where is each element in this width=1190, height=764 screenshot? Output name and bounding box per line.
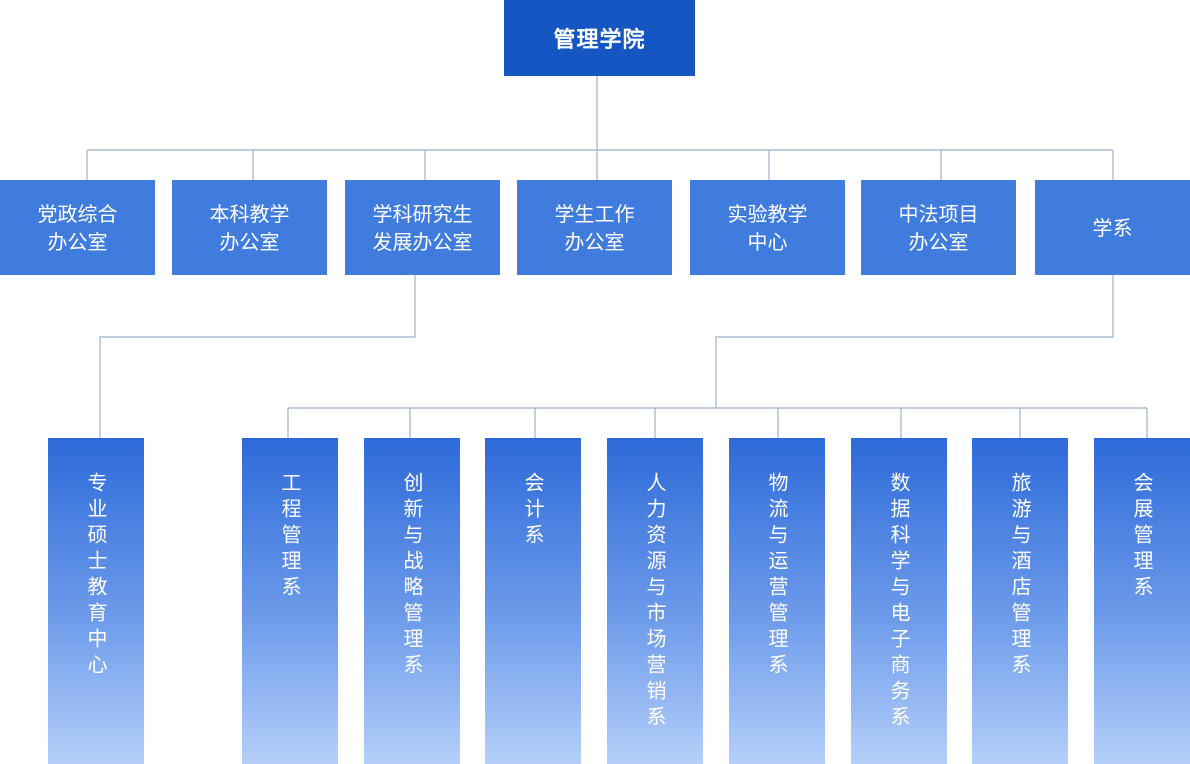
dept-engineering-management: 工程管理系 [242,438,338,764]
dept-accounting: 会计系 [485,438,581,764]
office-line2: 办公室 [908,229,969,254]
office-experiment-center: 实验教学 中心 [690,180,845,275]
office-line1: 实验教学 [727,201,808,226]
office-sino-french-project: 中法项目 办公室 [861,180,1016,275]
office-line1: 本科教学 [209,201,290,226]
grad-center-label: 专业硕士教育中心 [84,472,108,680]
office-line2: 发展办公室 [372,229,473,254]
office-line1: 党政综合 [37,201,118,226]
office-line1: 学系 [1092,215,1133,240]
dept-innovation-strategy: 创新与战略管理系 [364,438,460,764]
dept-label: 会计系 [521,472,545,550]
root-node-school: 管理学院 [504,0,695,76]
office-line1: 学科研究生 [372,201,473,226]
office-line2: 办公室 [47,229,108,254]
office-line2: 办公室 [219,229,280,254]
dept-tourism-hotel: 旅游与酒店管理系 [972,438,1068,764]
dept-label: 人力资源与市场营销系 [643,472,667,732]
office-line1: 中法项目 [898,201,979,226]
office-departments: 学系 [1035,180,1190,275]
grad-education-center: 专业硕士教育中心 [48,438,144,764]
office-line1: 学生工作 [554,201,635,226]
office-party-admin: 党政综合 办公室 [0,180,155,275]
office-line2: 办公室 [564,229,625,254]
office-undergrad-teaching: 本科教学 办公室 [172,180,327,275]
dept-logistics-operations: 物流与运营管理系 [729,438,825,764]
dept-label: 旅游与酒店管理系 [1008,472,1032,680]
office-student-affairs: 学生工作 办公室 [517,180,672,275]
office-line2: 中心 [747,229,788,254]
dept-label: 物流与运营管理系 [765,472,789,680]
root-label: 管理学院 [553,28,646,53]
dept-label: 会展管理系 [1130,472,1154,602]
dept-label: 创新与战略管理系 [400,472,424,680]
dept-label: 数据科学与电子商务系 [887,472,911,732]
dept-hr-marketing: 人力资源与市场营销系 [607,438,703,764]
dept-data-science-ecommerce: 数据科学与电子商务系 [851,438,947,764]
dept-exhibition-management: 会展管理系 [1094,438,1190,764]
dept-label: 工程管理系 [278,472,302,602]
office-graduate-development: 学科研究生 发展办公室 [345,180,500,275]
